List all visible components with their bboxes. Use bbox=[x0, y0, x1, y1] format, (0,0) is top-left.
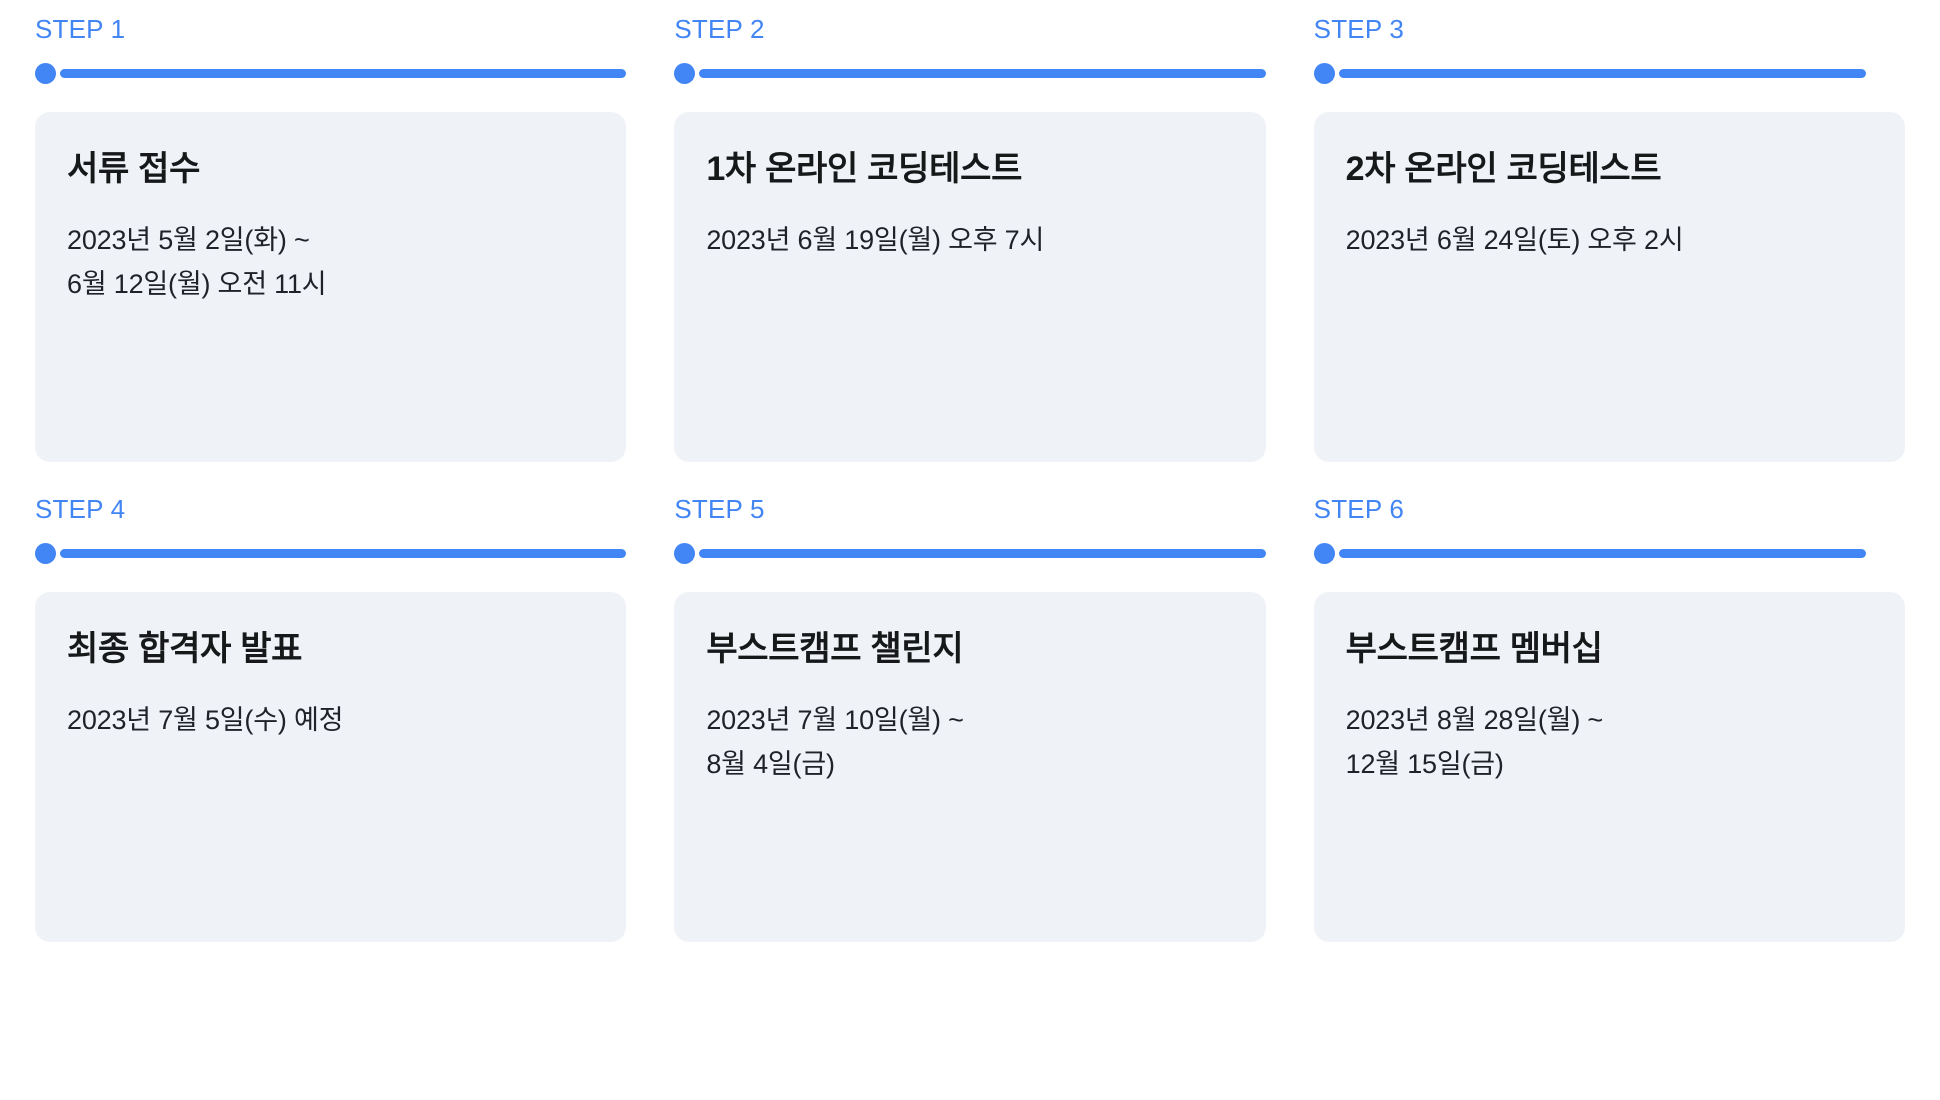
progress-bar bbox=[699, 68, 1266, 78]
step-progress-track bbox=[674, 62, 1266, 84]
step-card-date-line: 2023년 7월 5일(수) 예정 bbox=[67, 705, 344, 735]
progress-dot-icon bbox=[1313, 542, 1335, 564]
step-card-title: 부스트캠프 멤버십 bbox=[1345, 630, 1603, 668]
step-card-date-line: 2023년 7월 10일(월) ~ bbox=[706, 705, 964, 735]
step-card-date-line: 6월 12일(월) 오전 11시 bbox=[67, 269, 327, 299]
step-card-date: 2023년 6월 24일(토) 오후 2시 bbox=[1346, 218, 1873, 262]
progress-bar bbox=[1338, 68, 1866, 78]
timeline-step-1: STEP 1 서류 접수 2023년 5월 2일(화) ~ 6월 12일(월) … bbox=[35, 14, 627, 462]
progress-dot-icon bbox=[35, 542, 56, 564]
step-label: STEP 3 bbox=[1313, 14, 1404, 44]
step-card: 서류 접수 2023년 5월 2일(화) ~ 6월 12일(월) 오전 11시 bbox=[35, 112, 627, 462]
step-card: 부스트캠프 멤버십 2023년 8월 28일(월) ~ 12월 15일(금) bbox=[1313, 592, 1905, 942]
step-card-title: 서류 접수 bbox=[67, 150, 201, 188]
timeline-row-1: STEP 1 서류 접수 2023년 5월 2일(화) ~ 6월 12일(월) … bbox=[35, 0, 1905, 462]
step-card: 최종 합격자 발표 2023년 7월 5일(수) 예정 bbox=[35, 592, 627, 942]
step-card-date-line: 2023년 8월 28일(월) ~ bbox=[1345, 705, 1604, 735]
step-card-date: 2023년 7월 10일(월) ~ 8월 4일(금) bbox=[706, 698, 1233, 786]
step-progress-track bbox=[1313, 542, 1905, 564]
step-progress-track bbox=[35, 62, 627, 84]
progress-dot-icon bbox=[674, 542, 696, 564]
step-progress-track bbox=[674, 542, 1266, 564]
progress-bar bbox=[60, 548, 627, 558]
step-card-date-line: 8월 4일(금) bbox=[706, 749, 835, 779]
progress-dot-icon bbox=[674, 62, 696, 84]
step-progress-track bbox=[35, 542, 627, 564]
step-card-date: 2023년 7월 5일(수) 예정 bbox=[67, 698, 594, 742]
timeline-step-5: STEP 5 부스트캠프 챌린지 2023년 7월 10일(월) ~ 8월 4일… bbox=[674, 494, 1266, 942]
step-label: STEP 2 bbox=[674, 14, 765, 44]
step-label: STEP 1 bbox=[35, 14, 126, 44]
step-card-title: 1차 온라인 코딩테스트 bbox=[706, 150, 1023, 188]
timeline-step-6: STEP 6 부스트캠프 멤버십 2023년 8월 28일(월) ~ 12월 1… bbox=[1313, 494, 1905, 942]
progress-bar bbox=[1338, 548, 1866, 558]
step-card: 1차 온라인 코딩테스트 2023년 6월 19일(월) 오후 7시 bbox=[674, 112, 1266, 462]
step-card: 부스트캠프 챌린지 2023년 7월 10일(월) ~ 8월 4일(금) bbox=[674, 592, 1266, 942]
step-card-date-line: 2023년 5월 2일(화) ~ bbox=[67, 225, 310, 255]
step-card-title: 부스트캠프 챌린지 bbox=[706, 630, 964, 668]
step-label: STEP 4 bbox=[35, 494, 126, 524]
step-label: STEP 5 bbox=[674, 494, 765, 524]
timeline-step-3: STEP 3 2차 온라인 코딩테스트 2023년 6월 24일(토) 오후 2… bbox=[1313, 14, 1905, 462]
timeline-step-2: STEP 2 1차 온라인 코딩테스트 2023년 6월 19일(월) 오후 7… bbox=[674, 14, 1266, 462]
progress-bar bbox=[699, 548, 1266, 558]
step-card-date-line: 12월 15일(금) bbox=[1345, 749, 1504, 779]
step-card-date-line: 2023년 6월 24일(토) 오후 2시 bbox=[1345, 225, 1684, 255]
step-card: 2차 온라인 코딩테스트 2023년 6월 24일(토) 오후 2시 bbox=[1313, 112, 1905, 462]
timeline-row-2: STEP 4 최종 합격자 발표 2023년 7월 5일(수) 예정 STEP … bbox=[35, 462, 1905, 942]
step-card-date-line: 2023년 6월 19일(월) 오후 7시 bbox=[706, 225, 1045, 255]
step-card-date: 2023년 6월 19일(월) 오후 7시 bbox=[706, 218, 1233, 262]
timeline-step-4: STEP 4 최종 합격자 발표 2023년 7월 5일(수) 예정 bbox=[35, 494, 627, 942]
progress-dot-icon bbox=[35, 62, 56, 84]
step-card-title: 2차 온라인 코딩테스트 bbox=[1345, 150, 1662, 188]
step-card-date: 2023년 5월 2일(화) ~ 6월 12일(월) 오전 11시 bbox=[67, 218, 594, 306]
progress-bar bbox=[60, 68, 627, 78]
step-card-date: 2023년 8월 28일(월) ~ 12월 15일(금) bbox=[1346, 698, 1873, 786]
step-progress-track bbox=[1313, 62, 1905, 84]
step-card-title: 최종 합격자 발표 bbox=[67, 630, 303, 668]
progress-dot-icon bbox=[1313, 62, 1335, 84]
step-label: STEP 6 bbox=[1313, 494, 1404, 524]
